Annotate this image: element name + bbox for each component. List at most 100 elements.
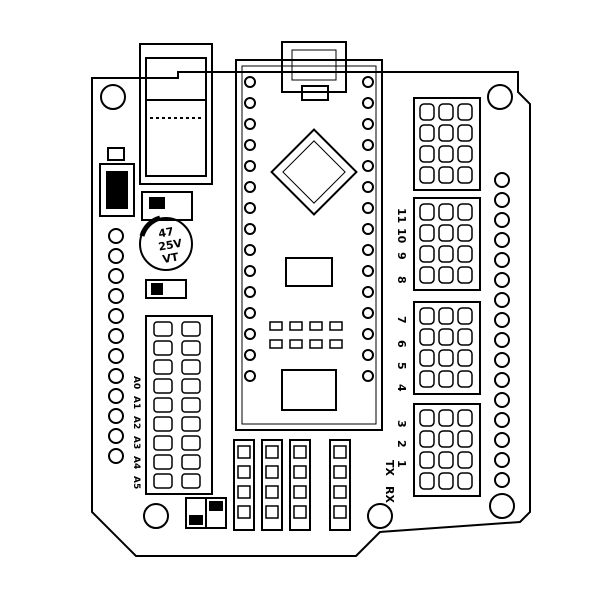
header-pin <box>494 452 510 468</box>
connector-socket <box>153 416 173 432</box>
header-pin <box>494 192 510 208</box>
header-pin <box>494 432 510 448</box>
analog-pin-label: A2 <box>131 416 141 429</box>
connector-socket <box>438 349 454 367</box>
connector-socket <box>457 145 473 163</box>
mounting-hole-bottom-right <box>367 503 393 529</box>
nano-pin <box>244 349 256 361</box>
digital-pin-label: 2 <box>395 440 408 448</box>
connector-socket <box>457 370 473 388</box>
header-pin <box>494 372 510 388</box>
connector-socket <box>438 430 454 448</box>
connector-pin <box>333 465 347 479</box>
left-pin-header <box>108 228 124 464</box>
connector-socket <box>438 451 454 469</box>
connector-pin <box>237 505 251 519</box>
connector-socket <box>419 124 435 142</box>
connector-socket <box>457 245 473 263</box>
connector-socket <box>438 245 454 263</box>
usb-connector <box>281 41 347 93</box>
digital-pin-label: 3 <box>395 420 408 428</box>
nano-pin <box>244 139 256 151</box>
digital-pin-label: 7 <box>395 316 408 324</box>
connector-socket <box>457 307 473 325</box>
connector-pin <box>265 465 279 479</box>
header-pin <box>108 328 124 344</box>
connector-socket <box>438 203 454 221</box>
connector-socket <box>457 472 473 490</box>
header-pin <box>494 392 510 408</box>
connector-pin <box>237 465 251 479</box>
nano-pin <box>362 202 374 214</box>
connector-socket <box>153 435 173 451</box>
connector-socket <box>419 224 435 242</box>
right-connector-blocks <box>413 97 481 497</box>
nano-pin <box>362 328 374 340</box>
three-pin-connector <box>233 439 255 531</box>
nano-pin <box>362 160 374 172</box>
header-pin <box>108 288 124 304</box>
header-pin <box>494 312 510 328</box>
nano-pin <box>362 76 374 88</box>
digital-pin-label: 6 <box>395 340 408 348</box>
digital-pin-label: 8 <box>395 276 408 284</box>
connector-socket <box>181 473 201 489</box>
connector-socket <box>181 321 201 337</box>
connector-socket <box>457 451 473 469</box>
nano-pin <box>362 181 374 193</box>
three-pin-connector <box>261 439 283 531</box>
connector-housing <box>413 97 481 191</box>
nano-pin <box>244 160 256 172</box>
connector-socket <box>419 145 435 163</box>
dc-power-jack <box>139 43 213 185</box>
connector-socket <box>457 266 473 284</box>
header-pin <box>494 172 510 188</box>
connector-socket <box>419 245 435 263</box>
connector-socket <box>153 378 173 394</box>
header-pin <box>494 292 510 308</box>
header-pin <box>108 368 124 384</box>
connector-socket <box>181 454 201 470</box>
connector-socket <box>153 454 173 470</box>
nano-pin <box>362 118 374 130</box>
connector-pin <box>333 505 347 519</box>
nano-pin <box>362 139 374 151</box>
header-pin <box>108 408 124 424</box>
nano-pin <box>362 349 374 361</box>
dip-switch <box>185 497 227 529</box>
header-pin <box>494 232 510 248</box>
connector-housing <box>413 197 481 291</box>
connector-socket <box>438 224 454 242</box>
header-pin <box>108 248 124 264</box>
connector-socket <box>181 378 201 394</box>
three-pin-connector <box>329 439 351 531</box>
connector-socket <box>457 103 473 121</box>
slide-switch <box>99 147 135 217</box>
header-pin <box>108 268 124 284</box>
connector-pin <box>333 445 347 459</box>
connector-socket <box>438 409 454 427</box>
nano-pin <box>244 307 256 319</box>
connector-socket <box>181 435 201 451</box>
nano-pin <box>362 307 374 319</box>
analog-pin-label: A0 <box>131 376 141 389</box>
nano-pin <box>362 223 374 235</box>
connector-socket <box>419 203 435 221</box>
connector-socket <box>419 328 435 346</box>
header-pin <box>494 332 510 348</box>
connector-pin <box>265 485 279 499</box>
connector-pin <box>265 505 279 519</box>
nano-pin <box>244 244 256 256</box>
capacitor-value-label: 47 <box>157 225 174 240</box>
connector-socket <box>457 328 473 346</box>
digital-pin-label: 4 <box>395 384 408 392</box>
connector-socket <box>438 307 454 325</box>
digital-pin-label: 5 <box>395 362 408 370</box>
nano-pin <box>244 328 256 340</box>
connector-socket <box>457 224 473 242</box>
connector-socket <box>181 359 201 375</box>
nano-pin <box>244 181 256 193</box>
connector-socket <box>438 472 454 490</box>
analog-pin-label: A3 <box>131 436 141 449</box>
